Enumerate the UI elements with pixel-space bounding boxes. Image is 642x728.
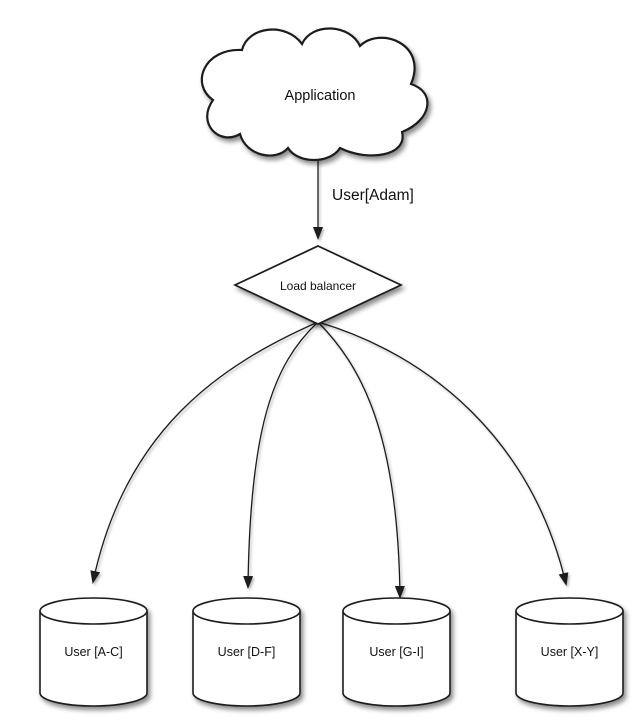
edge-loadbalancer-to-shard-g-i	[317, 321, 405, 599]
cylinder-shape	[342, 611, 451, 707]
node-shard-g-i: User [G-I]	[342, 597, 451, 707]
node-application: Application	[200, 27, 429, 161]
edge-loadbalancer-to-shard-d-f	[243, 321, 319, 589]
cylinder-top-ellipse	[515, 597, 624, 625]
shard-x-y-label: User [X-Y]	[541, 645, 599, 659]
diamond-shape	[233, 245, 403, 325]
cylinder-top-ellipse	[192, 597, 301, 625]
node-load-balancer: Load balancer	[233, 245, 403, 325]
edge-label-user-adam: User[Adam]	[332, 187, 414, 204]
cloud-shape	[200, 27, 429, 161]
cylinder-top-ellipse	[342, 597, 451, 625]
cylinder-shape	[39, 611, 148, 707]
shard-g-i-label: User [G-I]	[369, 645, 423, 659]
node-shard-x-y: User [X-Y]	[515, 597, 624, 707]
edge-loadbalancer-to-shard-x-y	[317, 321, 569, 586]
node-shard-d-f: User [D-F]	[192, 597, 301, 707]
shard-d-f-label: User [D-F]	[218, 645, 276, 659]
edge-loadbalancer-to-shard-a-c	[90, 321, 319, 584]
application-label: Application	[285, 88, 356, 104]
load-balancer-label: Load balancer	[280, 279, 356, 293]
edges-layer	[90, 158, 569, 599]
cylinder-top-ellipse	[39, 597, 148, 625]
cylinder-shape	[192, 611, 301, 707]
cylinder-shape	[515, 611, 624, 707]
shard-a-c-label: User [A-C]	[64, 645, 122, 659]
node-shard-a-c: User [A-C]	[39, 597, 148, 707]
